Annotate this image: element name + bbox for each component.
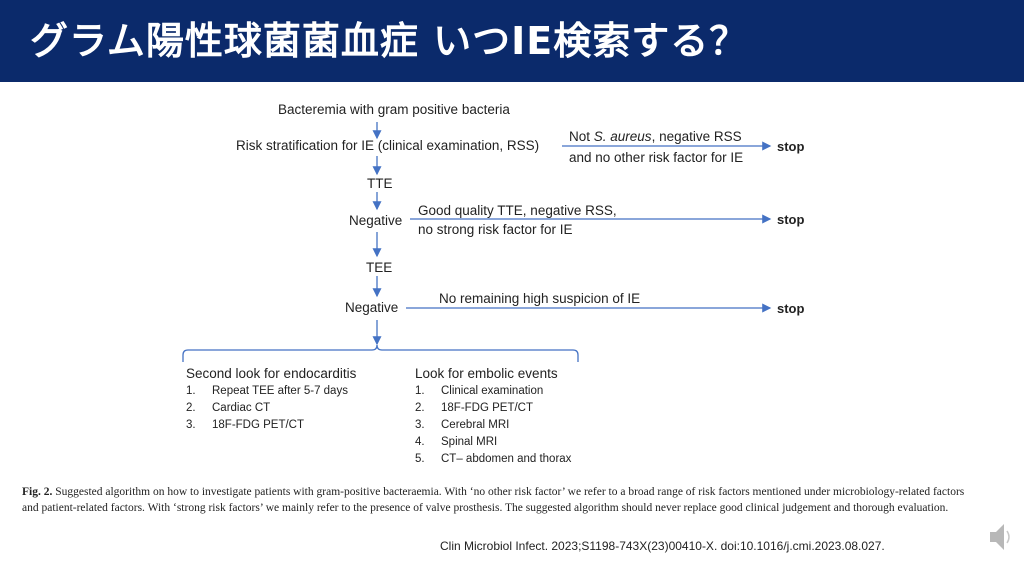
list-item: 1.Clinical examination <box>415 385 544 397</box>
list-item: 4.Spinal MRI <box>415 436 498 448</box>
second-look-list: 1.Repeat TEE after 5-7 days 2.Cardiac CT… <box>186 383 348 434</box>
list-item: 1.Repeat TEE after 5-7 days <box>186 385 348 397</box>
node-negative-2: Negative <box>345 300 399 315</box>
node-tte: TTE <box>367 176 393 191</box>
stop-label-1: stop <box>777 139 805 154</box>
stop-label-3: stop <box>777 301 805 316</box>
bracket <box>182 344 579 362</box>
list-item: 2.18F-FDG PET/CT <box>415 402 534 414</box>
branch2-line1: Good quality TTE, negative RSS, <box>418 203 617 218</box>
branch2-line2: no strong risk factor for IE <box>418 222 573 237</box>
list-item: 3.Cerebral MRI <box>415 419 510 431</box>
figure-caption: Fig. 2. Suggested algorithm on how to in… <box>22 484 982 516</box>
branch1-line1-italic: S. aureus <box>593 129 652 144</box>
node-negative-1: Negative <box>349 213 403 228</box>
node-tee: TEE <box>366 260 393 275</box>
caption-text: Suggested algorithm on how to investigat… <box>22 486 965 514</box>
branch1-line1-post: , negative RSS <box>651 129 742 144</box>
branch1-line1: Not S. aureus, negative RSS <box>569 129 742 144</box>
embolic-events-title: Look for embolic events <box>415 366 558 381</box>
slide-title: グラム陽性球菌菌血症 いつIE検索する？ <box>30 19 749 63</box>
node-bacteremia: Bacteremia with gram positive bacteria <box>278 102 510 117</box>
embolic-events-list: 1.Clinical examination 2.18F-FDG PET/CT … <box>415 383 571 468</box>
second-look-title: Second look for endocarditis <box>186 366 357 381</box>
branch3-line1: No remaining high suspicion of IE <box>439 291 641 306</box>
node-risk-stratification: Risk stratification for IE (clinical exa… <box>236 138 540 153</box>
stop-label-2: stop <box>777 212 805 227</box>
title-bar: グラム陽性球菌菌血症 いつIE検索する？ <box>0 0 1024 82</box>
list-item: 5.CT– abdomen and thorax <box>415 453 572 465</box>
branch1-line1-pre: Not <box>569 129 594 144</box>
speaker-icon[interactable] <box>988 520 1014 559</box>
citation: Clin Microbiol Infect. 2023;S1198-743X(2… <box>440 539 885 553</box>
figure-label: Fig. 2. <box>22 486 53 498</box>
list-item: 2.Cardiac CT <box>186 402 271 414</box>
list-item: 3.18F-FDG PET/CT <box>186 419 305 431</box>
branch1-line2: and no other risk factor for IE <box>569 150 744 165</box>
